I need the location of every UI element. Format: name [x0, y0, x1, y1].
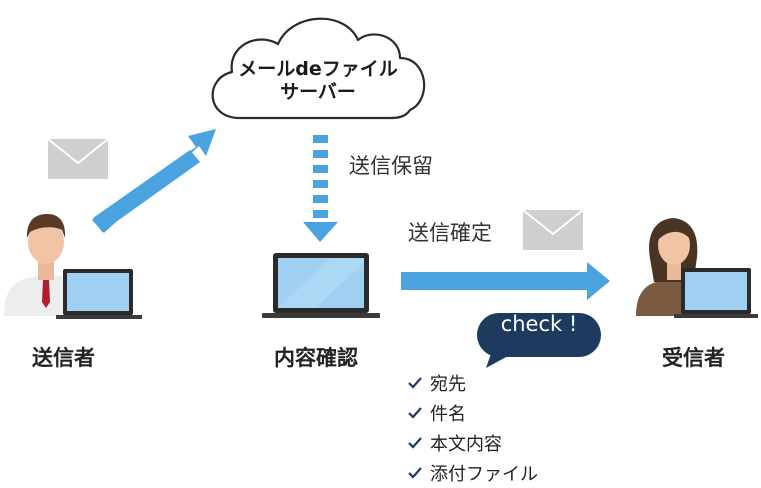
checklist-item-label: 宛先 [430, 374, 466, 395]
hold-dashed-arrow [303, 135, 338, 242]
checklist-item-label: 本文内容 [430, 434, 502, 455]
send-arrow [401, 262, 610, 300]
list-item: 件名 [408, 398, 538, 428]
check-icon [408, 463, 430, 484]
bubble-text: check ! [500, 312, 578, 336]
list-item: 宛先 [408, 368, 538, 398]
upload-arrow [92, 129, 216, 233]
check-speech-bubble [477, 313, 601, 368]
laptop-icon [56, 269, 142, 319]
receiver-label: 受信者 [662, 346, 725, 370]
check-icon [408, 433, 430, 454]
sender-label: 送信者 [32, 346, 95, 370]
hold-label: 送信保留 [349, 154, 433, 178]
cloud-title-line2: サーバー [280, 81, 356, 103]
list-item: 添付ファイル [408, 458, 538, 488]
cloud-title-line1: メールdeファイル [238, 58, 398, 80]
list-item: 本文内容 [408, 428, 538, 458]
checklist-item-label: 件名 [430, 404, 466, 425]
laptop-icon [262, 253, 380, 318]
envelope-icon [522, 209, 584, 250]
checklist: 宛先 件名 本文内容 添付ファイル [408, 368, 538, 488]
confirm-label: 送信確定 [408, 221, 492, 245]
check-icon [408, 373, 430, 394]
cloud-icon [211, 17, 426, 120]
laptop-icon [674, 268, 758, 318]
checklist-item-label: 添付ファイル [430, 464, 538, 485]
review-label: 内容確認 [274, 346, 358, 370]
check-icon [408, 403, 430, 424]
envelope-icon [47, 138, 109, 179]
cloud-title: メールdeファイル サーバー [218, 58, 418, 104]
